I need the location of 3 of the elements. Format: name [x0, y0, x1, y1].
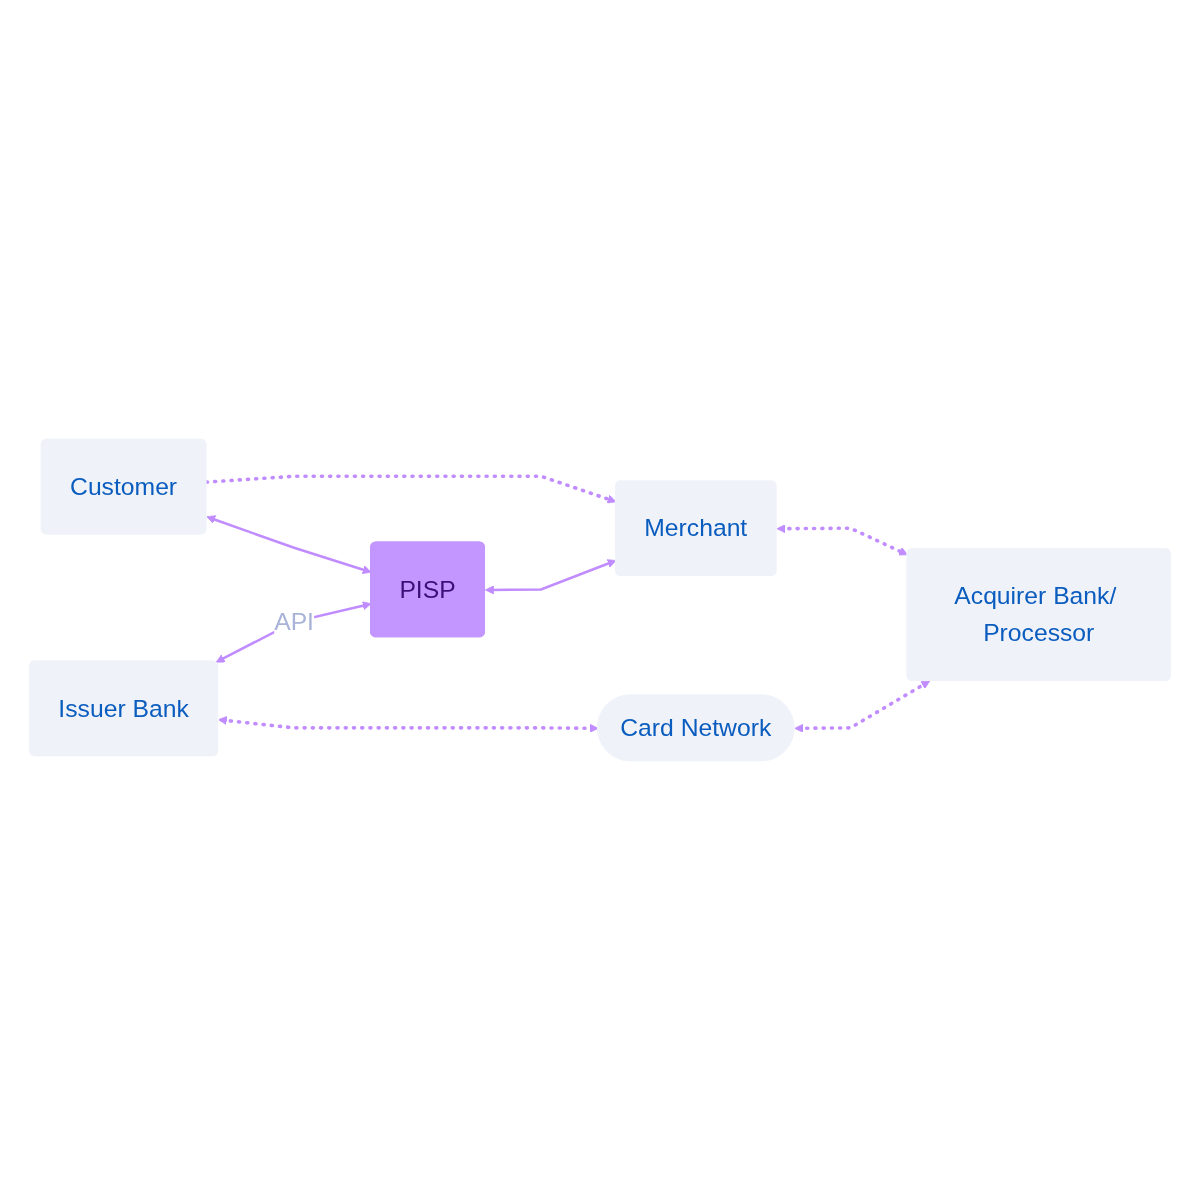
arrow: [776, 524, 908, 556]
arrow: [794, 680, 931, 733]
edge-label: API: [274, 607, 314, 636]
